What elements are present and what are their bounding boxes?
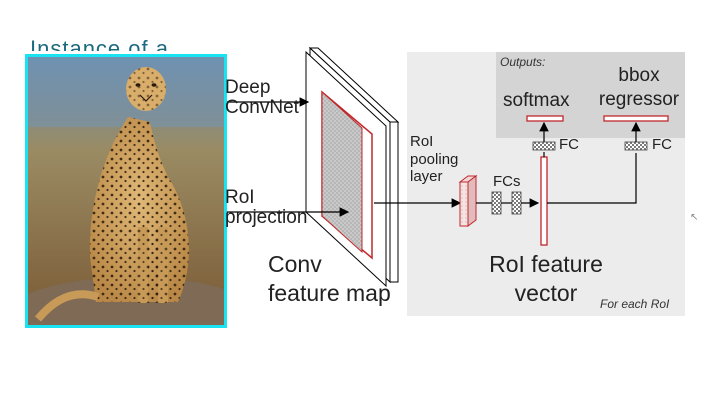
fc-softmax: [532, 141, 556, 151]
roi-feature-vector-label: RoI feature vector: [489, 251, 603, 307]
fc-softmax-label: FC: [559, 136, 579, 153]
for-each-roi-note: For each RoI: [600, 297, 670, 311]
fc-layer-2: [511, 191, 522, 215]
fc-layer-1: [491, 191, 502, 215]
roi-projection-label: RoI projection: [225, 187, 308, 228]
conv-feature-map-label: Conv feature map: [268, 251, 391, 307]
deep-convnet-label: Deep ConvNet: [225, 77, 299, 118]
fc-bbox: [624, 141, 648, 151]
cropped-caption: Instance of a: [30, 36, 169, 51]
cheetah-image: [28, 57, 224, 325]
bbox-output-bar: [603, 115, 669, 122]
outputs-panel: [496, 52, 685, 138]
outputs-title: Outputs:: [500, 55, 546, 69]
fc-bbox-label: FC: [652, 136, 672, 153]
conv-feature-map-box: [305, 46, 400, 288]
bbox-branch-line: [547, 153, 637, 204]
roi-feature-vector: [540, 156, 548, 246]
input-image: [25, 54, 227, 328]
fcs-label: FCs: [493, 173, 521, 190]
bbox-regressor-label: bbox regressor: [598, 65, 680, 110]
roi-pooling-block: [458, 175, 478, 227]
roi-pooling-label: RoI pooling layer: [410, 133, 459, 186]
cursor-icon: ↖: [690, 212, 699, 223]
softmax-output-bar: [526, 115, 564, 122]
softmax-label: softmax: [503, 90, 570, 111]
